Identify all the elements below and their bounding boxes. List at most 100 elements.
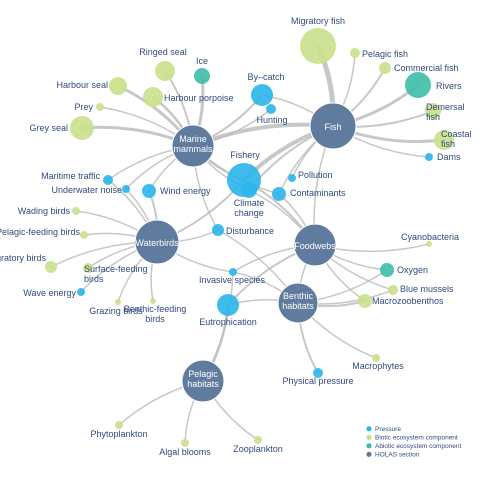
node-phytoplankton[interactable]	[115, 421, 123, 429]
node-foodwebs[interactable]	[293, 223, 337, 267]
label-phytoplankton: Phytoplankton	[90, 429, 147, 439]
node-pelagic[interactable]	[181, 359, 225, 403]
node-zooplankton[interactable]	[254, 436, 262, 444]
node-oxygen[interactable]	[380, 263, 394, 277]
node-cyanobacteria[interactable]	[426, 241, 432, 247]
label-macrophytes: Macrophytes	[352, 361, 404, 371]
edges-layer	[50, 44, 445, 444]
label-hunting: Hunting	[256, 115, 287, 125]
label-foodwebs: Foodwebs	[294, 241, 336, 251]
node-migratory-fish[interactable]	[300, 28, 336, 64]
node-harbour-porpoise[interactable]	[143, 87, 163, 107]
label-eutrophication: Eutrophication	[199, 317, 257, 327]
node-bycatch[interactable]	[251, 84, 273, 106]
node-ringed-seal[interactable]	[155, 61, 175, 81]
label-wave-energy: Wave energy	[23, 288, 76, 298]
node-blue-mussels[interactable]	[388, 285, 398, 295]
node-wind-energy[interactable]	[142, 184, 156, 198]
label-commercial-fish: Commercial fish	[394, 63, 459, 73]
legend-label-pressure: Pressure	[375, 426, 401, 433]
label-fish: Fish	[324, 122, 341, 132]
legend-label-biotic: Biotic ecosystem component	[375, 435, 458, 442]
label-grazing-birds: Grazing birds	[89, 306, 143, 316]
label-prey: Prey	[74, 102, 93, 112]
node-pollution[interactable]	[288, 174, 296, 182]
node-pelagic-fish[interactable]	[350, 48, 360, 58]
node-eutrophication[interactable]	[217, 294, 239, 316]
label-ringed-seal: Ringed seal	[139, 47, 187, 57]
label-zooplankton: Zooplankton	[233, 444, 283, 454]
label-invasive-species: Invasive species	[199, 275, 266, 285]
legend-swatch-holas	[366, 451, 372, 457]
label-ice: Ice	[196, 56, 208, 66]
label-rivers: Rivers	[436, 81, 462, 91]
label-underwater-noise: Underwater noise	[51, 185, 122, 195]
node-migratory-birds[interactable]	[45, 261, 57, 273]
node-wading-birds[interactable]	[72, 207, 80, 215]
node-underwater-noise[interactable]	[122, 185, 130, 193]
node-commercial-fish[interactable]	[379, 62, 391, 74]
node-macrophytes[interactable]	[372, 354, 380, 362]
legend-label-holas: HOLAS section	[375, 452, 420, 459]
label-wading-birds: Wading birds	[18, 206, 71, 216]
node-macrozoobenthos[interactable]	[358, 294, 372, 308]
node-grazing-birds[interactable]	[115, 299, 121, 305]
node-contaminants[interactable]	[272, 187, 286, 201]
node-harbour-seal[interactable]	[109, 77, 127, 95]
label-macrozoobenthos: Macrozoobenthos	[372, 296, 444, 306]
legend-swatch-abiotic	[366, 443, 372, 449]
node-disturbance[interactable]	[212, 224, 224, 236]
node-ice[interactable]	[194, 68, 210, 84]
label-contaminants: Contaminants	[290, 188, 346, 198]
label-harbour-seal: Harbour seal	[56, 80, 108, 90]
label-disturbance: Disturbance	[226, 226, 274, 236]
node-benthic[interactable]	[277, 282, 319, 324]
label-fishery: Fishery	[230, 150, 260, 160]
label-maritime-traffic: Maritime traffic	[41, 171, 100, 181]
node-grey-seal[interactable]	[70, 116, 94, 140]
label-oxygen: Oxygen	[397, 265, 428, 275]
label-pelagic-fish: Pelagic fish	[362, 49, 408, 59]
label-dams: Dams	[437, 152, 461, 162]
node-pelagic-feeding-birds[interactable]	[80, 231, 88, 239]
node-dams[interactable]	[425, 153, 433, 161]
node-climate-change[interactable]	[241, 182, 257, 198]
label-pelagic-feeding-birds: Pelagic-feeding birds	[0, 227, 80, 237]
node-rivers[interactable]	[405, 72, 431, 98]
legend-swatch-biotic	[366, 434, 372, 440]
label-algal-blooms: Algal blooms	[159, 447, 211, 457]
nodes-layer	[45, 28, 454, 447]
label-grey-seal: Grey seal	[29, 123, 68, 133]
node-physical-pressure[interactable]	[313, 368, 323, 378]
label-migratory-birds: Migratory birds	[0, 253, 46, 263]
node-marine-mammals[interactable]	[171, 124, 215, 168]
node-demersal-fish[interactable]	[425, 103, 441, 119]
node-hunting[interactable]	[266, 104, 276, 114]
node-benthic-feeding-birds[interactable]	[150, 298, 156, 304]
node-waterbirds[interactable]	[134, 219, 180, 265]
node-maritime-traffic[interactable]	[103, 175, 113, 185]
label-migratory-fish: Migratory fish	[291, 16, 345, 26]
node-surface-feeding-birds[interactable]	[83, 263, 93, 273]
node-invasive-species[interactable]	[229, 268, 237, 276]
node-coastal-fish[interactable]	[434, 130, 454, 150]
node-wave-energy[interactable]	[77, 288, 85, 296]
node-fish[interactable]	[309, 102, 357, 150]
label-waterbirds: Waterbirds	[135, 238, 179, 248]
label-physical-pressure: Physical pressure	[282, 376, 353, 386]
node-prey[interactable]	[96, 103, 104, 111]
node-algal-blooms[interactable]	[181, 439, 189, 447]
legend-swatch-pressure	[366, 426, 372, 432]
